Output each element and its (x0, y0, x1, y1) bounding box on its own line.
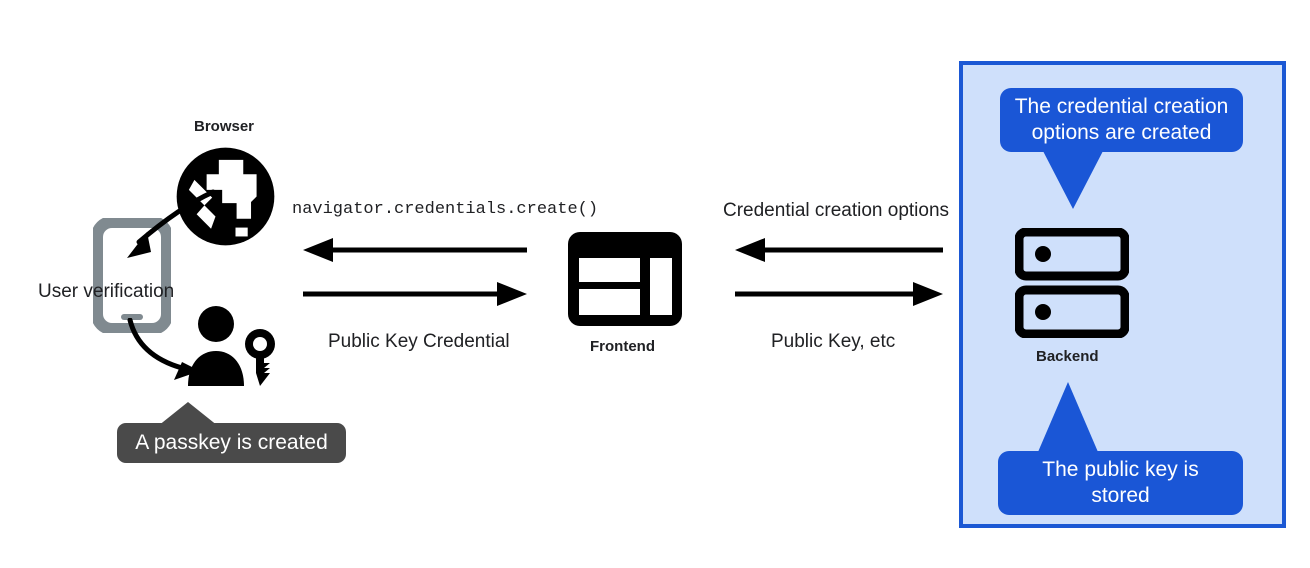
browser-label: Browser (194, 118, 255, 135)
flow2-arrow-left (735, 238, 943, 262)
dashboard-layout-icon (568, 232, 682, 326)
flow1-arrow-left (303, 238, 527, 262)
passkey-created-tooltip-text: A passkey is created (135, 431, 328, 455)
flow2-arrow-right (735, 282, 943, 306)
globe-to-device-arrow (95, 180, 220, 275)
flow1-bottom-label: Public Key Credential (328, 331, 510, 352)
credential-options-callout-tail (1043, 151, 1103, 209)
frontend-label: Frontend (590, 338, 655, 355)
flow1-top-label: navigator.credentials.create() (292, 200, 599, 219)
flow2-top-label: Credential creation options (723, 200, 950, 221)
credential-options-callout: The credential creation options are crea… (1000, 88, 1243, 152)
credential-options-callout-line1: The credential creation (1014, 94, 1229, 118)
backend-label: Backend (1036, 348, 1099, 365)
globe-icon (170, 141, 281, 252)
public-key-stored-callout-line1: The public key is (1042, 457, 1199, 481)
passkey-created-tooltip: A passkey is created (117, 423, 346, 463)
passkey-created-tooltip-tail (158, 402, 218, 426)
flow1-arrow-right (303, 282, 527, 306)
server-rack-icon (1014, 227, 1130, 339)
public-key-stored-callout-tail (1038, 382, 1098, 452)
user-with-key-icon (186, 306, 284, 391)
public-key-stored-callout-line2: stored (1091, 484, 1150, 507)
device-to-user-arrow (122, 317, 232, 390)
credential-options-callout-line2: options are created (1031, 121, 1212, 144)
flow2-bottom-label: Public Key, etc (771, 331, 896, 352)
public-key-stored-callout: The public key is stored (998, 451, 1243, 515)
user-verification-label: User verification (38, 281, 175, 302)
